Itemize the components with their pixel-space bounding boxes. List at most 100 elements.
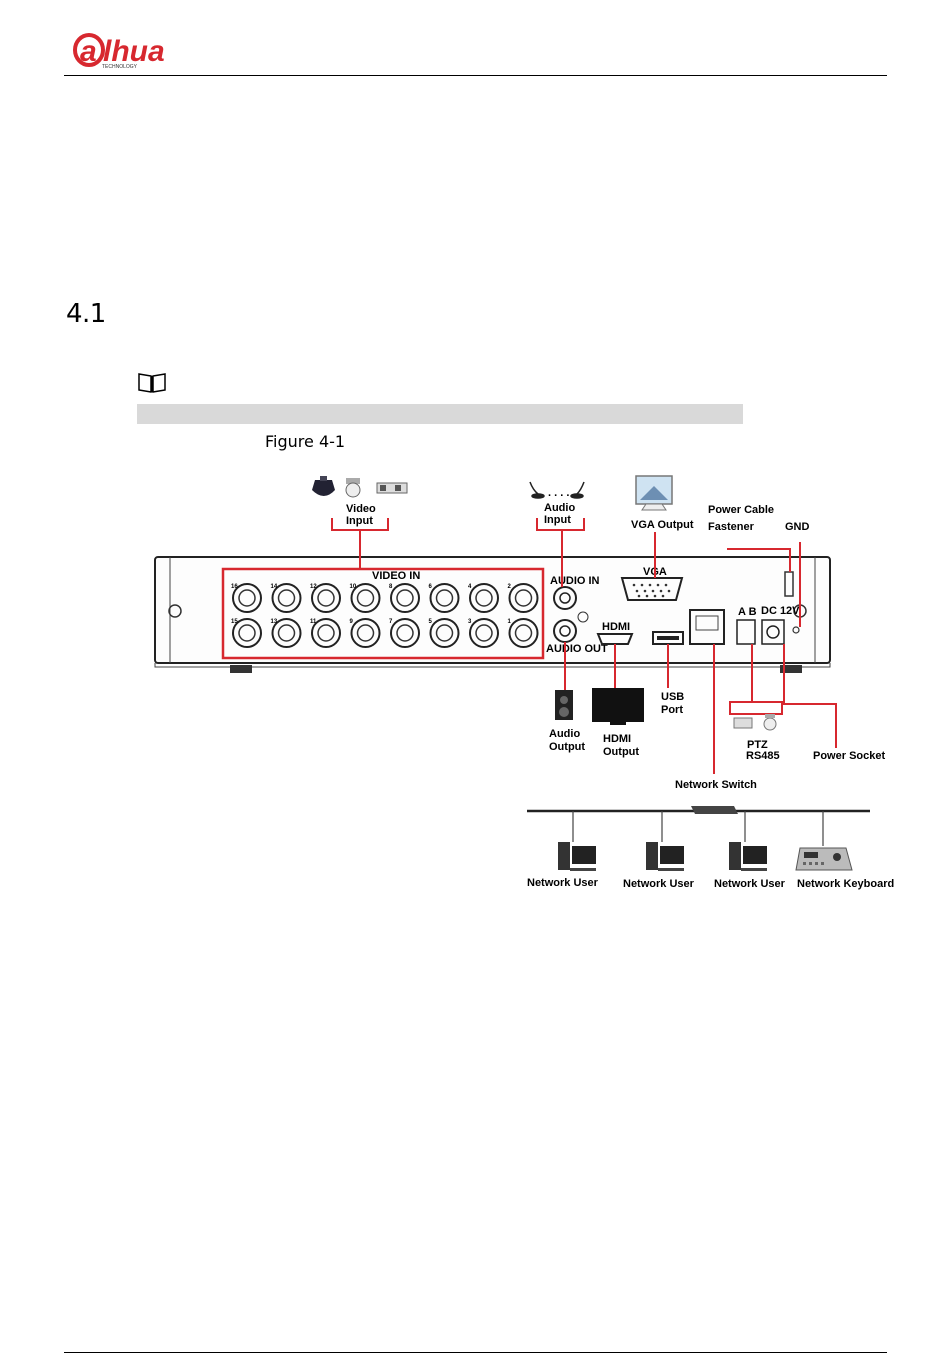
audio-out-panel-label: AUDIO OUT <box>546 643 608 655</box>
vga-port <box>620 577 684 601</box>
note-bar <box>137 404 743 424</box>
device-foot <box>780 665 802 673</box>
bnc-connector <box>390 618 420 648</box>
bnc-connector <box>271 618 302 648</box>
usb-port-label-2: Port <box>661 704 683 716</box>
bnc-channel-number: 6 <box>429 584 433 590</box>
bnc-channel-number: 11 <box>310 619 317 625</box>
svg-text:lhua: lhua <box>103 35 165 68</box>
bnc-channel-number: 2 <box>508 584 512 590</box>
microphone-icons <box>529 481 585 499</box>
vga-output-label: VGA Output <box>631 519 694 531</box>
bnc-connector-inner <box>475 624 493 642</box>
bnc-channel-number: 8 <box>389 584 393 590</box>
bnc-connector <box>232 583 262 613</box>
bnc-connector <box>429 583 460 613</box>
bnc-connector <box>232 618 262 648</box>
header-rule <box>64 75 887 76</box>
network-user-pc-icon <box>729 842 767 871</box>
hdmi-port <box>596 633 634 645</box>
network-switch-icon <box>691 806 738 814</box>
bnc-connector <box>508 583 539 613</box>
bnc-channel-number: 10 <box>350 584 357 590</box>
bnc-connector-inner <box>514 589 533 607</box>
bnc-channel-number: 4 <box>468 584 472 590</box>
svg-text:. . . .: . . . . <box>548 487 569 499</box>
bnc-connector <box>271 583 302 613</box>
gnd-terminal <box>792 626 800 634</box>
bnc-connector-inner <box>435 589 454 607</box>
bnc-channel-number: 5 <box>429 619 433 625</box>
video-in-panel-label: VIDEO IN <box>372 570 420 582</box>
video-input-label-2: Input <box>346 515 373 527</box>
speaker-icon <box>555 690 573 720</box>
audio-input-label-1: Audio <box>544 502 575 514</box>
svg-text:A B: A B <box>738 606 757 618</box>
svg-text:HDMI: HDMI <box>602 621 630 633</box>
bnc-connector-inner <box>356 589 375 607</box>
vga-monitor-icon <box>635 475 673 511</box>
power-cable-label-1: Power Cable <box>708 504 774 516</box>
bnc-channel-number: 1 <box>508 619 512 625</box>
network-user-label-3: Network User <box>714 878 786 890</box>
bnc-connector <box>311 583 341 613</box>
network-user-pc-icon <box>558 842 596 871</box>
ptz-camera-icons <box>733 714 777 731</box>
gnd-label: GND <box>785 521 810 533</box>
network-user-label-1: Network User <box>527 877 599 889</box>
power-socket-label: Power Socket <box>813 750 885 762</box>
audio-output-label-2: Output <box>549 741 585 753</box>
audio-in-port <box>553 586 577 610</box>
bnc-connector-inner <box>356 624 375 642</box>
bnc-channel-number: 15 <box>231 619 238 625</box>
network-switch-label: Network Switch <box>675 779 757 791</box>
bnc-connector-inner <box>514 624 533 642</box>
bnc-channel-number: 12 <box>310 584 317 590</box>
figure-caption: Figure 4-1 <box>265 432 346 451</box>
rs485-port <box>736 619 756 645</box>
screw-icon <box>168 604 182 618</box>
power-cable-label-2: Fastener <box>708 521 755 533</box>
bnc-channel-number: 3 <box>468 619 472 625</box>
bnc-connector <box>429 618 460 648</box>
bnc-connector <box>350 583 381 613</box>
network-user-pc-icon <box>646 842 684 871</box>
power-port <box>761 619 785 645</box>
network-keyboard-label: Network Keyboard <box>797 878 894 890</box>
svg-text:a: a <box>80 35 97 68</box>
video-input-label-1: Video <box>346 503 376 515</box>
bnc-connector <box>508 618 539 648</box>
bnc-connector-inner <box>317 624 335 642</box>
network-port <box>689 609 725 645</box>
bnc-connector-inner <box>435 624 454 642</box>
camera-icons <box>312 476 408 498</box>
bnc-channel-number: 13 <box>271 619 278 625</box>
note-book-icon <box>138 373 166 393</box>
bnc-channel-number: 16 <box>231 584 238 590</box>
bnc-connector <box>350 618 381 648</box>
dahua-logo: a lhua TECHNOLOGY <box>73 33 165 70</box>
network-user-label-2: Network User <box>623 878 695 890</box>
bnc-connector-inner <box>396 624 414 642</box>
video-input-highlight <box>221 567 545 660</box>
usb-port-label-1: USB <box>661 691 684 703</box>
hdmi-output-label-2: Output <box>603 746 639 758</box>
network-keyboard-icon <box>795 847 853 871</box>
bnc-connector <box>311 618 341 648</box>
audio-input-label-2: Input <box>544 514 571 526</box>
hdmi-tv-icon <box>592 688 644 725</box>
audio-output-label-1: Audio <box>549 728 580 740</box>
audio-in-panel-label: AUDIO IN <box>550 575 600 587</box>
bnc-connector-inner <box>238 589 256 607</box>
hdmi-output-label-1: HDMI <box>603 733 631 745</box>
bnc-connector-inner <box>238 624 256 642</box>
device-foot <box>230 665 252 673</box>
bnc-channel-number: 9 <box>350 619 354 625</box>
svg-text:DC 12V: DC 12V <box>761 605 800 617</box>
ptz-label-1: PTZ <box>747 739 768 751</box>
bnc-connector-inner <box>277 624 296 642</box>
footer-rule <box>64 1352 887 1353</box>
bnc-connector-inner <box>317 589 335 607</box>
